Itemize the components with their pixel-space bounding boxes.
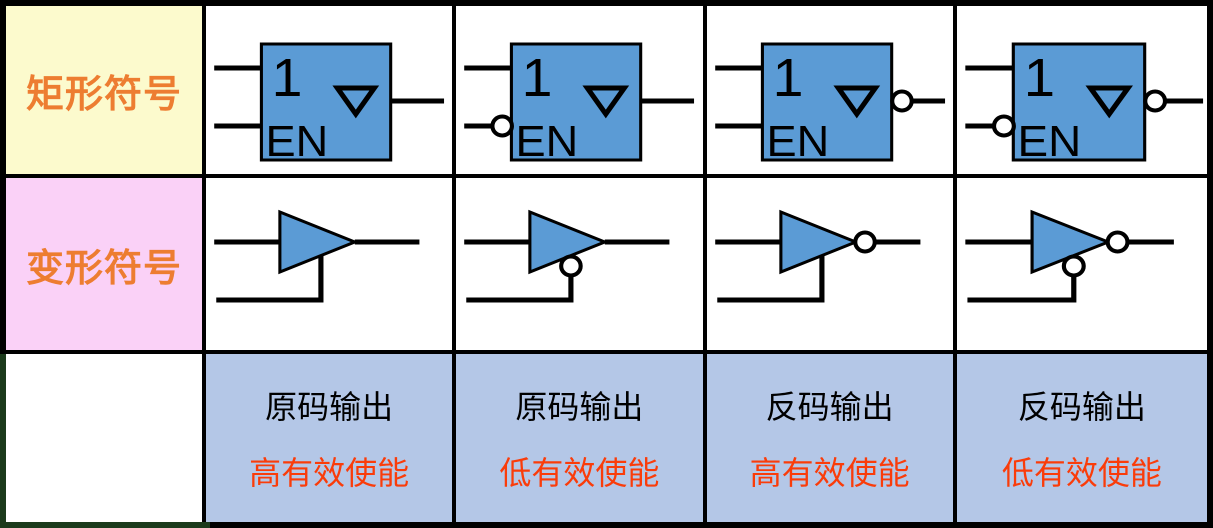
rect-symbol-svg: 1 EN	[714, 42, 945, 166]
en-bubble-icon	[490, 114, 515, 138]
tri-symbol-svg	[464, 209, 670, 303]
function-label: 1	[1023, 47, 1054, 108]
caption-enable-polarity: 高有效使能	[749, 455, 910, 491]
symbol-box	[1011, 42, 1147, 162]
enable-label: EN	[766, 118, 829, 166]
en-bubble-icon	[559, 254, 583, 278]
caption-enable-polarity: 低有效使能	[499, 455, 660, 491]
row-label-text: 矩形符号	[25, 73, 182, 116]
function-label: 1	[272, 47, 303, 108]
rect-symbol-cell-3: 1 EN	[706, 6, 957, 178]
caption-cell-1: 原码输出 高有效使能	[206, 354, 457, 522]
symbol-box	[510, 42, 643, 162]
row-label-text: 变形符号	[25, 247, 182, 290]
caption-cell-3: 反码输出 高有效使能	[706, 354, 957, 522]
caption-output-type: 原码输出	[515, 389, 644, 425]
caption-output-type: 原码输出	[265, 389, 394, 425]
out-bubble-icon	[1142, 89, 1167, 113]
enable-label: EN	[266, 118, 329, 166]
row-label-distinctive: 变形符号	[6, 178, 206, 354]
out-bubble-icon	[1105, 230, 1130, 254]
tristate-triangle-icon	[582, 85, 630, 119]
caption-output-type: 反码输出	[1017, 389, 1146, 425]
tri-symbol-cell-4	[956, 178, 1207, 354]
symbol-triangle	[778, 209, 860, 275]
tristate-triangle-icon	[832, 85, 880, 119]
symbol-box	[259, 42, 393, 162]
en-bubble-icon	[991, 114, 1016, 138]
tri-symbol-cell-1	[206, 178, 457, 354]
out-bubble-icon	[852, 230, 877, 254]
enable-line	[216, 256, 324, 303]
enable-label: EN	[1017, 116, 1081, 166]
tri-symbol-svg	[214, 209, 420, 303]
symbol-triangle	[278, 209, 359, 275]
tri-symbol-svg	[714, 209, 920, 303]
tristate-triangle-icon	[332, 85, 380, 119]
caption-cell-4: 反码输出 低有效使能	[956, 354, 1207, 522]
enable-line	[716, 256, 824, 303]
function-label: 1	[522, 47, 553, 108]
rect-symbol-svg: 1 EN	[965, 42, 1203, 166]
rect-symbol-svg: 1 EN	[214, 42, 445, 166]
rect-symbol-cell-2: 1 EN	[456, 6, 707, 178]
tristate-triangle-icon	[1085, 85, 1133, 119]
function-label: 1	[772, 47, 803, 108]
row-label-rectangular: 矩形符号	[6, 6, 206, 178]
caption-enable-polarity: 高有效使能	[249, 455, 410, 491]
rect-symbol-svg: 1 EN	[464, 42, 695, 166]
tri-symbol-svg	[965, 209, 1174, 303]
empty-corner-cell	[6, 354, 206, 522]
corner-border-left	[0, 354, 6, 528]
out-bubble-icon	[889, 89, 914, 113]
enable-label: EN	[516, 118, 579, 166]
caption-cell-2: 原码输出 低有效使能	[456, 354, 707, 522]
rect-symbol-cell-1: 1 EN	[206, 6, 457, 178]
en-bubble-icon	[1061, 254, 1086, 278]
caption-output-type: 反码输出	[765, 389, 894, 425]
corner-border-bottom	[0, 522, 210, 528]
rect-symbol-cell-4: 1 EN	[956, 6, 1207, 178]
tri-symbol-cell-2	[456, 178, 707, 354]
tri-symbol-cell-3	[706, 178, 957, 354]
caption-enable-polarity: 低有效使能	[1001, 455, 1162, 491]
